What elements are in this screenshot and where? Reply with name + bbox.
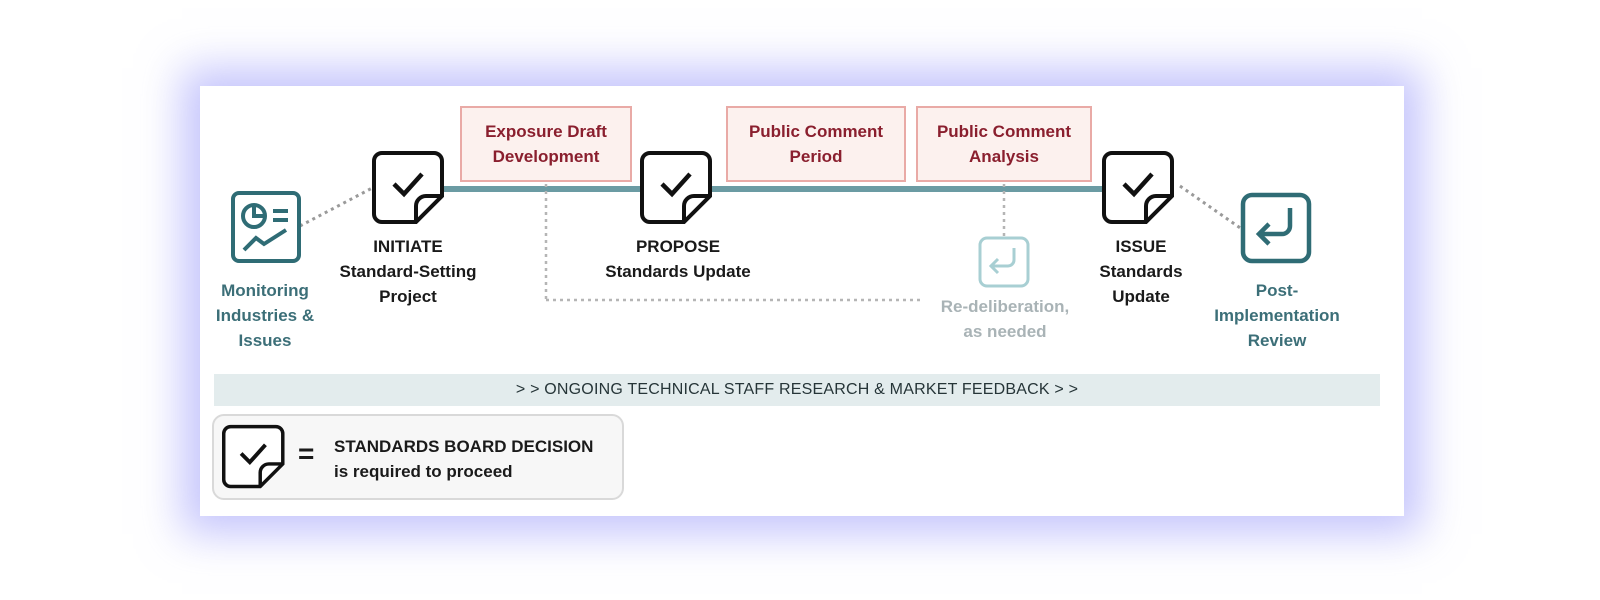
issue-checkmark-document-icon [1102,151,1174,224]
legend-line-2: is required to proceed [334,462,513,481]
label-redeliberation: Re-deliberation, as needed [940,297,1070,341]
phase-exposure-draft: Exposure Draft Development [460,106,632,182]
connector-lines [299,184,1247,302]
label-initiate: INITIATE Standard-Setting Project [339,237,477,306]
label-propose: PROPOSE Standards Update [605,237,751,281]
label-issue: ISSUE Standards Update [1099,237,1183,306]
legend-line-1: STANDARDS BOARD DECISION [334,437,594,456]
legend-text: STANDARDS BOARD DECISION is required to … [334,434,593,484]
process-diagram: Exposure Draft Development Public Commen… [200,86,1404,516]
redeliberation-return-icon [978,236,1030,288]
legend: = STANDARDS BOARD DECISION is required t… [212,414,624,500]
phase-public-comment-analysis: Public Comment Analysis [916,106,1092,182]
initiate-checkmark-document-icon [372,151,444,224]
ongoing-research-band: > > ONGOING TECHNICAL STAFF RESEARCH & M… [214,374,1380,406]
post-review-connector [1179,184,1247,234]
label-monitoring: Monitoring Industries & Issues [215,281,315,350]
dashboard-chart-icon [231,191,301,263]
propose-checkmark-document-icon [640,151,712,224]
phase-public-comment-period: Public Comment Period [726,106,906,182]
legend-checkmark-document-icon [222,424,285,489]
label-post-implementation: Post- Implementation Review [1214,281,1340,350]
legend-equals: = [298,438,315,469]
post-review-return-icon [1240,192,1312,264]
monitoring-connector [299,184,377,228]
